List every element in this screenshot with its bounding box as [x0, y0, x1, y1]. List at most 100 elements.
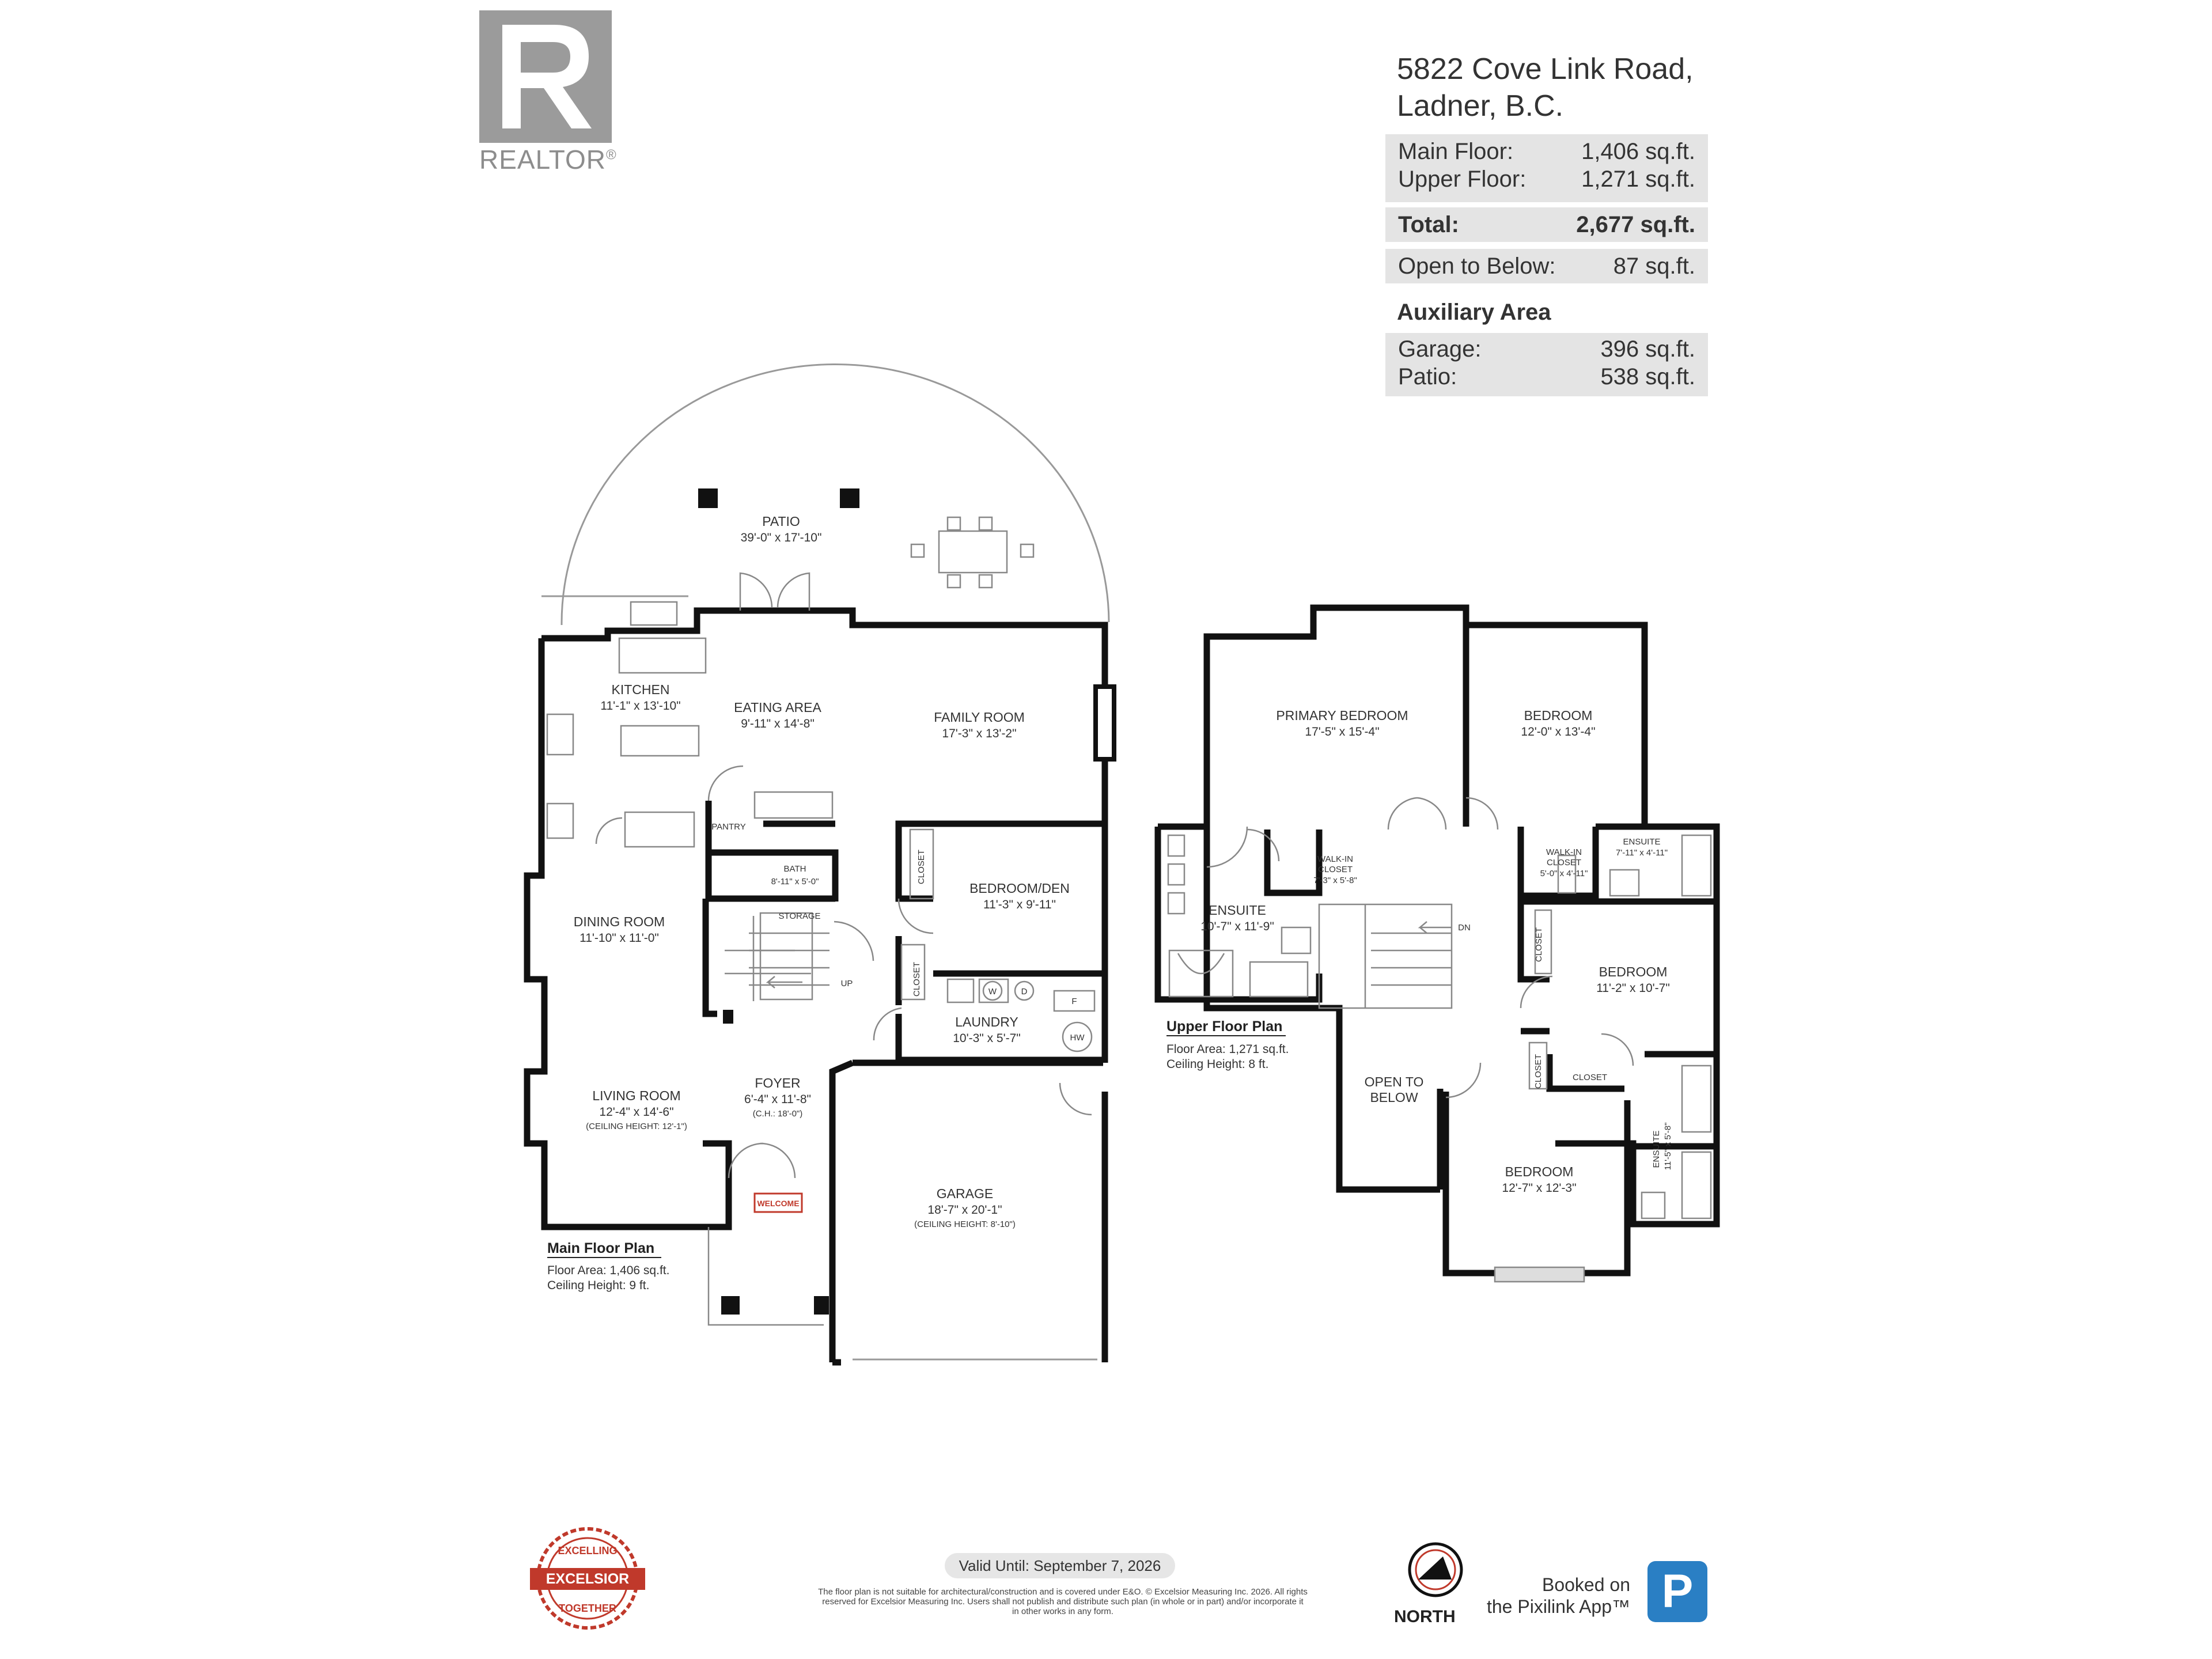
address-line-2: Ladner, B.C. — [1397, 89, 1564, 123]
upper-floor-walls — [1154, 604, 1720, 1277]
garage-ceiling: (CEILING HEIGHT: 8'-10") — [914, 1219, 1016, 1229]
upper-floor-legend: Upper Floor Plan Floor Area: 1,271 sq.ft… — [1166, 1018, 1289, 1071]
family-room-label: FAMILY ROOM — [934, 710, 1025, 725]
bath-label: BATH — [784, 864, 806, 874]
valid-until-badge: Valid Until: September 7, 2026 — [945, 1553, 1175, 1578]
dryer-label: D — [1021, 987, 1028, 997]
main-floor-row: Main Floor:1,406 sq.ft. — [1398, 139, 1695, 164]
patio-area-row: Patio:538 sq.ft. — [1398, 364, 1695, 389]
walk-in-closet-dimensions: 7'-3" x 5'-8" — [1313, 876, 1357, 885]
bedroom-label: BEDROOM — [1599, 964, 1668, 979]
bedroom-dimensions: 12'-7" x 12'-3" — [1502, 1181, 1576, 1195]
walk-in-closet-label: WALK-IN — [1317, 854, 1353, 864]
main-floor-walls — [524, 363, 1116, 1366]
closet-label: CLOSET — [916, 850, 926, 884]
ensuite-dimensions: 11'-5" x 5'-8" — [1663, 1123, 1673, 1171]
closet-label: CLOSET — [912, 962, 922, 997]
walk-in-closet-label-2: CLOSET — [1318, 865, 1353, 874]
excelsior-seal: EXCELLING EXCELSIOR TOGETHER — [524, 1521, 651, 1636]
walk-in-closet-label: WALK-IN — [1546, 847, 1582, 857]
welcome-mat-label: WELCOME — [757, 1199, 799, 1208]
bath-dimensions: 8'-11" x 5'-0" — [771, 877, 819, 887]
family-room-dimensions: 17'-3" x 13'-2" — [942, 727, 1016, 740]
primary-bedroom-label: PRIMARY BEDROOM — [1276, 708, 1408, 723]
open-to-below-label: OPEN TO — [1365, 1074, 1424, 1089]
bedroom-dimensions: 11'-2" x 10'-7" — [1596, 982, 1670, 995]
realtor-r-icon — [479, 10, 612, 143]
main-floor-labels: PATIO 39'-0" x 17'-10" KITCHEN 11'-1" x … — [574, 514, 1085, 1229]
excelsior-name-text: EXCELSIOR — [546, 1571, 629, 1587]
bedroom-dimensions: 12'-0" x 13'-4" — [1521, 725, 1595, 738]
hot-water-label: HW — [1070, 1033, 1085, 1043]
auxiliary-area-title: Auxiliary Area — [1397, 300, 1551, 325]
excelsior-seal-icon: EXCELLING EXCELSIOR TOGETHER — [530, 1527, 645, 1630]
excelsior-bottom-text: TOGETHER — [559, 1603, 616, 1614]
garage-dimensions: 18'-7" x 20'-1" — [927, 1203, 1002, 1217]
pantry-label: PANTRY — [711, 822, 745, 832]
washer-label: W — [988, 987, 997, 997]
laundry-label: LAUNDRY — [955, 1014, 1018, 1029]
dining-room-dimensions: 11'-10" x 11'-0" — [579, 931, 659, 945]
property-address: 5822 Cove Link Road, Ladner, B.C. — [1397, 51, 1694, 124]
walk-in-closet-label-2: CLOSET — [1547, 858, 1581, 868]
pixilink-logo-icon: P — [1647, 1561, 1707, 1622]
stairs-down-label: DN — [1458, 923, 1471, 933]
living-room-label: LIVING ROOM — [592, 1088, 680, 1103]
welcome-mat — [753, 1192, 803, 1213]
booked-line-2: the Pixilink App™ — [1486, 1596, 1630, 1617]
open-to-below-row: Open to Below:87 sq.ft. — [1385, 249, 1708, 283]
foyer-dimensions: 6'-4" x 11'-8" — [744, 1093, 811, 1106]
floor-area-table: Main Floor:1,406 sq.ft. Upper Floor:1,27… — [1385, 134, 1708, 202]
auxiliary-area-table: Garage:396 sq.ft. Patio:538 sq.ft. — [1385, 333, 1708, 396]
upper-floor-row: Upper Floor:1,271 sq.ft. — [1398, 166, 1695, 192]
north-label: NORTH — [1394, 1607, 1456, 1626]
main-floor-columns — [698, 488, 859, 1315]
ensuite-label: ENSUITE — [1652, 1130, 1661, 1168]
primary-ensuite-dimensions: 10'-7" x 11'-9" — [1200, 920, 1274, 933]
excelsior-top-text: EXCELLING — [558, 1545, 617, 1556]
closet-label: CLOSET — [1533, 1054, 1543, 1089]
patio-dimensions: 39'-0" x 17'-10" — [741, 531, 822, 544]
main-floor-title: Main Floor Plan — [547, 1240, 654, 1256]
main-floor-area: Floor Area: 1,406 sq.ft. — [547, 1264, 669, 1277]
living-room-ceiling: (CEILING HEIGHT: 12'-1") — [586, 1122, 687, 1131]
upper-floor-area: Floor Area: 1,271 sq.ft. — [1166, 1043, 1289, 1056]
booked-line-1: Booked on — [1541, 1574, 1630, 1595]
kitchen-dimensions: 11'-1" x 13'-10" — [600, 699, 680, 713]
primary-bedroom-dimensions: 17'-5" x 15'-4" — [1305, 725, 1379, 738]
foyer-ceiling: (C.H.: 18'-0") — [753, 1109, 803, 1119]
booked-on-pixilink: Booked on the Pixilink App™ — [1480, 1574, 1630, 1618]
upper-floor-fixtures — [1167, 797, 1712, 1283]
closet-label: CLOSET — [1573, 1073, 1607, 1082]
living-room-dimensions: 12'-4" x 14'-6" — [599, 1105, 673, 1119]
bedroom-label: BEDROOM — [1505, 1164, 1574, 1179]
realtor-wordmark: REALTOR® — [479, 145, 617, 175]
freezer-label: F — [1071, 997, 1077, 1006]
address-line-1: 5822 Cove Link Road, — [1397, 52, 1694, 86]
main-floor-fixtures — [546, 516, 1096, 1326]
bedroom-den-label: BEDROOM/DEN — [969, 881, 1070, 896]
patio-label: PATIO — [762, 514, 800, 529]
closet-label: CLOSET — [1534, 927, 1544, 962]
garage-area-row: Garage:396 sq.ft. — [1398, 336, 1695, 362]
primary-ensuite-label: ENSUITE — [1209, 903, 1266, 918]
laundry-dimensions: 10'-3" x 5'-7" — [953, 1032, 1020, 1045]
upper-floor-labels: PRIMARY BEDROOM 17'-5" x 15'-4" BEDROOM … — [1200, 708, 1673, 1195]
total-area-row: Total:2,677 sq.ft. — [1385, 207, 1708, 242]
upper-floor-title: Upper Floor Plan — [1166, 1018, 1282, 1035]
main-floor-ceiling: Ceiling Height: 9 ft. — [547, 1279, 649, 1292]
ensuite-dimensions: 7'-11" x 4'-11" — [1616, 848, 1668, 858]
stairs-up-label: UP — [841, 979, 853, 988]
upper-floor-ceiling: Ceiling Height: 8 ft. — [1166, 1058, 1268, 1071]
bedroom-den-dimensions: 11'-3" x 9'-11" — [983, 898, 1056, 911]
foyer-label: FOYER — [755, 1075, 800, 1090]
realtor-logo — [479, 10, 612, 143]
storage-label: STORAGE — [778, 911, 820, 921]
disclaimer-text: The floor plan is not suitable for archi… — [818, 1587, 1308, 1616]
bedroom-label: BEDROOM — [1524, 708, 1593, 723]
walk-in-closet-dimensions: 5'-0" x 4'-11" — [1540, 869, 1588, 878]
eating-area-label: EATING AREA — [734, 700, 821, 715]
kitchen-label: KITCHEN — [612, 682, 670, 697]
north-compass-icon — [1408, 1542, 1463, 1597]
